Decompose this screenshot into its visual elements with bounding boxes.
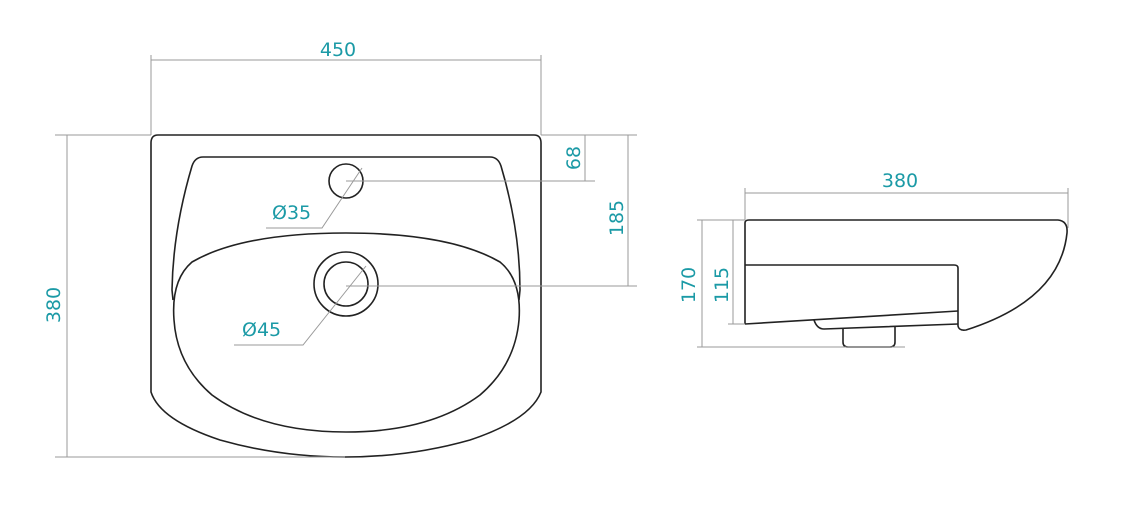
drain-outer — [313, 251, 379, 317]
side-body-outline — [744, 219, 1068, 331]
side-view: 380 170 115 — [678, 170, 1069, 348]
drain-diameter-leader — [234, 265, 367, 346]
drain-diameter-label: Ø45 — [242, 319, 281, 341]
total-height-label: 170 — [678, 267, 700, 303]
tap-offset-label: 68 — [563, 146, 585, 170]
bowl-outline — [172, 232, 521, 433]
tap-diameter-label: Ø35 — [272, 202, 311, 224]
drain-flange — [813, 319, 959, 330]
basin-outer-outline — [150, 134, 542, 458]
bowl-height-label: 115 — [711, 267, 733, 303]
basin-deck-outline — [171, 156, 521, 301]
drain-offset-label: 185 — [606, 200, 628, 236]
tap-diameter-leader — [266, 167, 363, 229]
drain-tail — [842, 327, 896, 348]
depth-label: 380 — [43, 287, 65, 323]
front-view: 450 380 68 185 Ø35 Ø45 — [43, 39, 637, 458]
side-depth-label: 380 — [882, 170, 918, 192]
drain-inner — [323, 261, 369, 307]
width-label: 450 — [320, 39, 356, 61]
